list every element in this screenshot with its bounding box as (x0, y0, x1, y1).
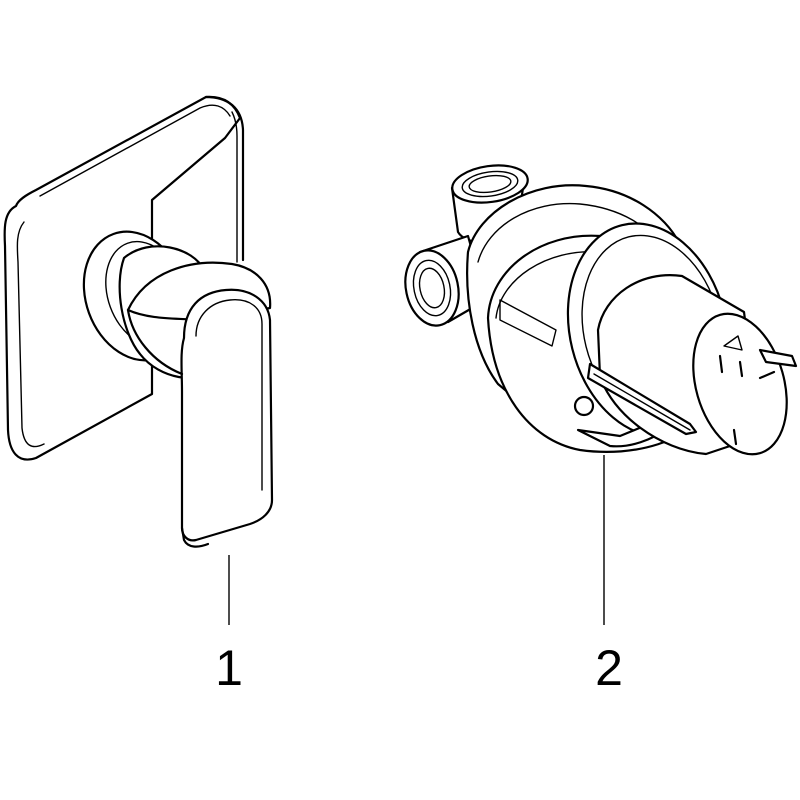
rear-port-opening (451, 164, 529, 204)
side-port-thread-1 (412, 259, 452, 317)
handle-lever-front-edge (126, 308, 184, 376)
cartridge-end-tick-2 (738, 360, 744, 378)
spindle-pin-lower (586, 362, 698, 436)
cover-plate-side-inner (231, 111, 238, 263)
cartridge-end-tick-3 (732, 428, 738, 446)
cartridge-end-tick-1 (718, 354, 724, 374)
handle-lever-side (180, 288, 274, 542)
cover-plate-rim-top (39, 104, 231, 197)
spindle-pin-lower-edge (593, 373, 691, 431)
callout-1: 1 (215, 555, 243, 696)
part-2-valve-body (404, 164, 798, 456)
cartridge-end-arrow (723, 335, 743, 351)
cartridge-end-tick-4 (758, 370, 776, 380)
side-port-thread-2 (418, 267, 446, 309)
spindle-pin-upper (758, 348, 798, 368)
mounting-screw (573, 395, 595, 417)
cartridge-end-face (692, 312, 788, 456)
cover-plate-side (204, 95, 245, 262)
callout-1-label: 1 (215, 640, 243, 696)
housing-window (499, 299, 557, 347)
side-port-opening (404, 249, 460, 327)
handle-lever-ridge (195, 299, 263, 491)
rear-port-thread-2 (468, 174, 512, 194)
part-1-cover-plate-and-handle (3, 95, 274, 548)
rear-port-thread-1 (461, 170, 519, 198)
callout-2-label: 2 (595, 640, 623, 696)
cover-plate-inner-edge (16, 221, 45, 448)
handle-lever-tip (180, 526, 210, 548)
callout-2: 2 (595, 455, 623, 696)
